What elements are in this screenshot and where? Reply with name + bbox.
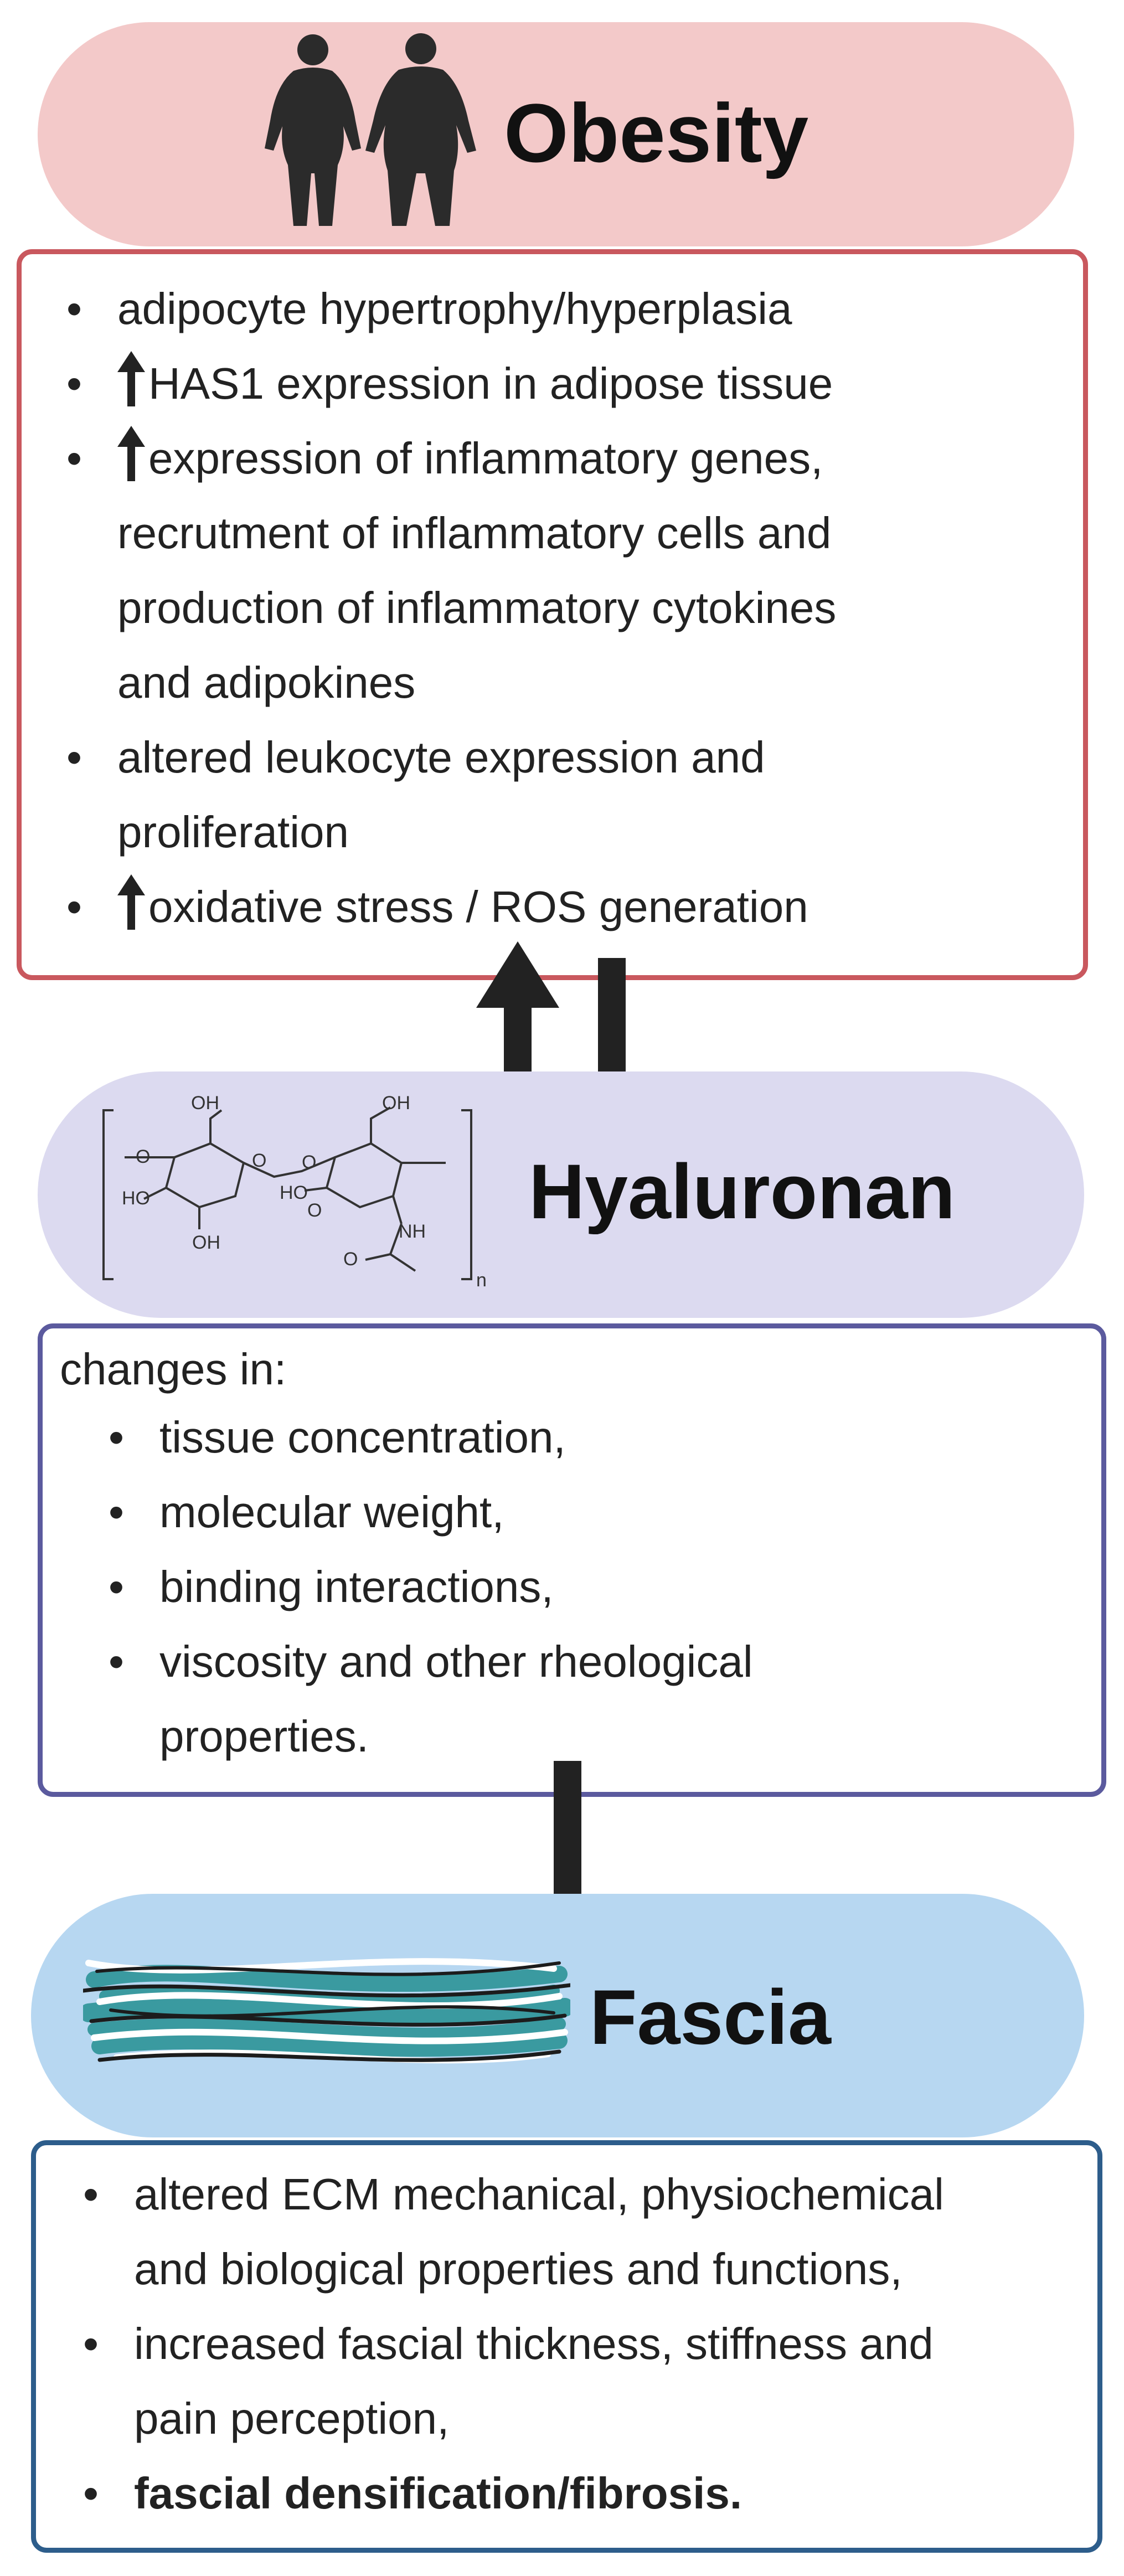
- bullet-icon: •: [66, 359, 83, 408]
- svg-text:NH: NH: [399, 1221, 426, 1242]
- list-item: • HAS1 expression in adipose tissue: [66, 346, 836, 421]
- list-item: • binding interactions,: [109, 1549, 753, 1624]
- list-item-text: altered ECM mechanical, physiochemical: [134, 2170, 944, 2219]
- bullet-icon: •: [83, 2319, 99, 2368]
- list-item: • altered leukocyte expression and prolife…: [66, 720, 836, 869]
- svg-text:OH: OH: [382, 1094, 410, 1114]
- list-item: • tissue concentration,: [109, 1400, 753, 1475]
- svg-text:O: O: [343, 1249, 358, 1270]
- svg-text:O: O: [302, 1152, 316, 1173]
- fascia-title: Fascia: [590, 1974, 831, 2060]
- hyaluronan-changes-box: [38, 1323, 1106, 1797]
- list-item-text: recrutment of inflammatory cells and: [117, 508, 832, 558]
- hyaluronan-header: [38, 1071, 1084, 1318]
- svg-text:O: O: [252, 1150, 266, 1171]
- svg-text:OH: OH: [191, 1094, 219, 1114]
- increase-arrow-icon: [117, 874, 145, 930]
- fascia-effects-box: [31, 2140, 1102, 2553]
- hyaluronan-changes-list: • tissue concentration, • molecular weight,…: [109, 1400, 753, 1774]
- list-item-text: production of inflammatory cytokines: [117, 583, 837, 632]
- list-item-text: HAS1 expression in adipose tissue: [117, 346, 836, 421]
- up-arrow-icon: [476, 941, 559, 1135]
- svg-text:OH: OH: [192, 1232, 220, 1253]
- increase-arrow-icon: [117, 351, 145, 406]
- fiber-bundle-icon: [83, 1958, 570, 2064]
- list-item: • oxidative stress / ROS generation: [66, 869, 836, 944]
- list-item-text: molecular weight,: [159, 1487, 504, 1537]
- list-item: • altered ECM mechanical, physiochemical a…: [83, 2157, 944, 2306]
- hyaluronan-intro: changes in:: [60, 1344, 287, 1394]
- bullet-icon: •: [66, 434, 83, 483]
- list-item-text: proliferation: [117, 807, 349, 857]
- list-item-text: increased fascial thickness, stiffness a…: [134, 2319, 934, 2368]
- obesity-header: [38, 22, 1074, 246]
- list-item-text: adipocyte hypertrophy/hyperplasia: [117, 284, 792, 333]
- bullet-icon: •: [66, 733, 83, 782]
- bullet-icon: •: [83, 2469, 99, 2518]
- hyaluronan-molecule-icon: OH O HO OH O O HO OH O NH O n: [102, 1094, 487, 1291]
- list-item-text: viscosity and other rheological: [159, 1637, 753, 1686]
- list-item-text: expression of inflammatory genes,: [117, 421, 836, 496]
- list-item: • increased fascial thickness, stiffness …: [83, 2306, 944, 2456]
- svg-text:O: O: [307, 1200, 322, 1221]
- svg-text:HO: HO: [122, 1188, 150, 1209]
- obesity-title: Obesity: [504, 86, 809, 179]
- list-item: • fascial densification/fibrosis.: [83, 2456, 944, 2531]
- increase-arrow-icon: [117, 426, 145, 481]
- bullet-icon: •: [109, 1487, 125, 1537]
- bullet-icon: •: [83, 2170, 99, 2219]
- bullet-icon: •: [109, 1562, 125, 1611]
- list-item: • molecular weight,: [109, 1475, 753, 1549]
- list-item: • viscosity and other rheological properti…: [109, 1624, 753, 1774]
- list-item-text: fascial densification/fibrosis.: [134, 2469, 743, 2518]
- list-item: • expression of inflammatory genes, recrut…: [66, 421, 837, 720]
- fascia-effects-list: • altered ECM mechanical, physiochemical a…: [83, 2157, 944, 2531]
- list-item-text: binding interactions,: [159, 1562, 554, 1611]
- list-item-text: and biological properties and functions,: [134, 2244, 903, 2294]
- list-item-text: altered leukocyte expression and: [117, 733, 765, 782]
- list-item: • adipocyte hypertrophy/hyperplasia: [66, 271, 836, 346]
- svg-text:HO: HO: [280, 1182, 308, 1203]
- list-item-text: tissue concentration,: [159, 1413, 566, 1462]
- bullet-icon: •: [109, 1637, 125, 1686]
- bullet-icon: •: [109, 1413, 125, 1462]
- list-item-text: oxidative stress / ROS generation: [117, 869, 836, 944]
- svg-text:n: n: [476, 1270, 487, 1291]
- bullet-icon: •: [66, 882, 83, 931]
- human-silhouettes-icon: [265, 33, 476, 226]
- list-item-text: and adipokines: [117, 658, 416, 707]
- list-item-text: properties.: [159, 1712, 369, 1761]
- list-item-text: pain perception,: [134, 2394, 450, 2443]
- obesity-effects-list: • adipocyte hypertrophy/hyperplasia • HAS1 …: [66, 271, 837, 944]
- obesity-effects-box: [17, 249, 1088, 980]
- bullet-icon: •: [66, 284, 83, 333]
- svg-text:O: O: [136, 1146, 150, 1167]
- hyaluronan-title: Hyaluronan: [529, 1148, 956, 1235]
